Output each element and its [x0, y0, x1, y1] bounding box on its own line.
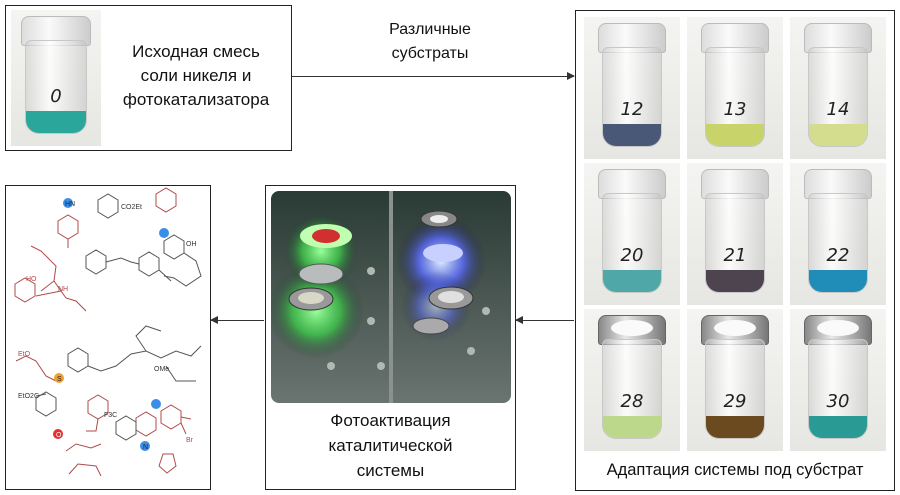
vial-liquid	[26, 111, 86, 133]
mol-label: NH	[58, 286, 68, 293]
photoreactor-photo	[271, 191, 511, 403]
vial-glass: 30	[808, 339, 868, 439]
vial-28: 28	[584, 309, 680, 451]
text-line: фотокатализатора	[122, 90, 270, 109]
vial-13: 13	[687, 17, 783, 159]
vial-22: 22	[790, 163, 886, 305]
vial-label: 20	[620, 245, 644, 266]
text-line: субстраты	[391, 45, 469, 62]
vial-liquid	[603, 124, 661, 146]
mol-label: HN	[65, 201, 75, 208]
mol-label: Br	[186, 437, 194, 444]
text-line: Различные	[389, 21, 471, 38]
adaptation-box: 12 13 14 20 21 22 28 29 30 Адаптация системы под…	[575, 10, 895, 491]
vial-liquid	[603, 270, 661, 292]
vial-label: 0	[50, 86, 62, 107]
vial-liquid	[603, 416, 661, 438]
starting-vial-photo: 0	[11, 10, 101, 146]
vial-glass: 13	[705, 47, 765, 147]
vial-liquid	[809, 124, 867, 146]
vial-liquid	[809, 416, 867, 438]
mol-label: EtO	[18, 351, 31, 358]
vial-14: 14	[790, 17, 886, 159]
adaptation-caption: Адаптация системы под субстрат	[606, 461, 864, 479]
arrow-to-adaptation	[292, 72, 575, 80]
vial-label: 13	[723, 99, 747, 120]
vial-label: 30	[826, 391, 850, 412]
vial-label: 21	[723, 245, 747, 266]
vial-20: 20	[584, 163, 680, 305]
mol-label: EtO2C	[18, 393, 39, 400]
vial-glass: 29	[705, 339, 765, 439]
vial-liquid	[706, 416, 764, 438]
starting-mixture-text: Исходная смесь соли никеля и фотокатализ…	[106, 40, 286, 112]
vial-liquid	[706, 270, 764, 292]
mol-label: S	[57, 376, 62, 383]
photoactivation-caption: Фотоактивация каталитической системы	[266, 408, 515, 483]
vial-21: 21	[687, 163, 783, 305]
product-structures: HN CO2Et OH HO NH S EtO EtO2C O F3C Br N…	[14, 187, 202, 477]
mol-label: HO	[26, 276, 37, 283]
products-box: HN CO2Et OH HO NH S EtO EtO2C O F3C Br N…	[5, 185, 211, 490]
vial-label: 28	[620, 391, 644, 412]
vial-glass: 12	[602, 47, 662, 147]
vial-30: 30	[790, 309, 886, 451]
text-line: системы	[356, 461, 425, 480]
mol-label: CO2Et	[121, 204, 142, 211]
arrow-to-photoactivation	[515, 316, 574, 324]
vial-glass: 20	[602, 193, 662, 293]
vial-glass: 21	[705, 193, 765, 293]
vial-glass: 14	[808, 47, 868, 147]
starting-mixture-box: 0 Исходная смесь соли никеля и фотокатал…	[5, 5, 292, 151]
vial-glass: 0	[25, 40, 87, 134]
mol-label: OMe	[154, 366, 169, 373]
vial-liquid	[809, 270, 867, 292]
vial-liquid	[706, 124, 764, 146]
vial-label: 29	[723, 391, 747, 412]
text-line: каталитической	[328, 436, 453, 455]
vial-glass: 28	[602, 339, 662, 439]
vial-label: 14	[826, 99, 850, 120]
arrow-label: Различные субстраты	[340, 18, 520, 66]
text-line: Исходная смесь	[132, 42, 260, 61]
photoactivation-box: Фотоактивация каталитической системы	[265, 185, 516, 490]
vial-label: 12	[620, 99, 644, 120]
mol-label: OH	[186, 241, 197, 248]
arrow-to-products	[210, 316, 264, 324]
text-line: Фотоактивация	[330, 411, 451, 430]
mol-label: N	[143, 444, 148, 451]
vial-29: 29	[687, 309, 783, 451]
vial-glass: 22	[808, 193, 868, 293]
text-line: соли никеля и	[140, 66, 252, 85]
vial-12: 12	[584, 17, 680, 159]
mol-label: F3C	[104, 412, 117, 419]
mol-label: O	[56, 432, 62, 439]
vial-label: 22	[826, 245, 850, 266]
